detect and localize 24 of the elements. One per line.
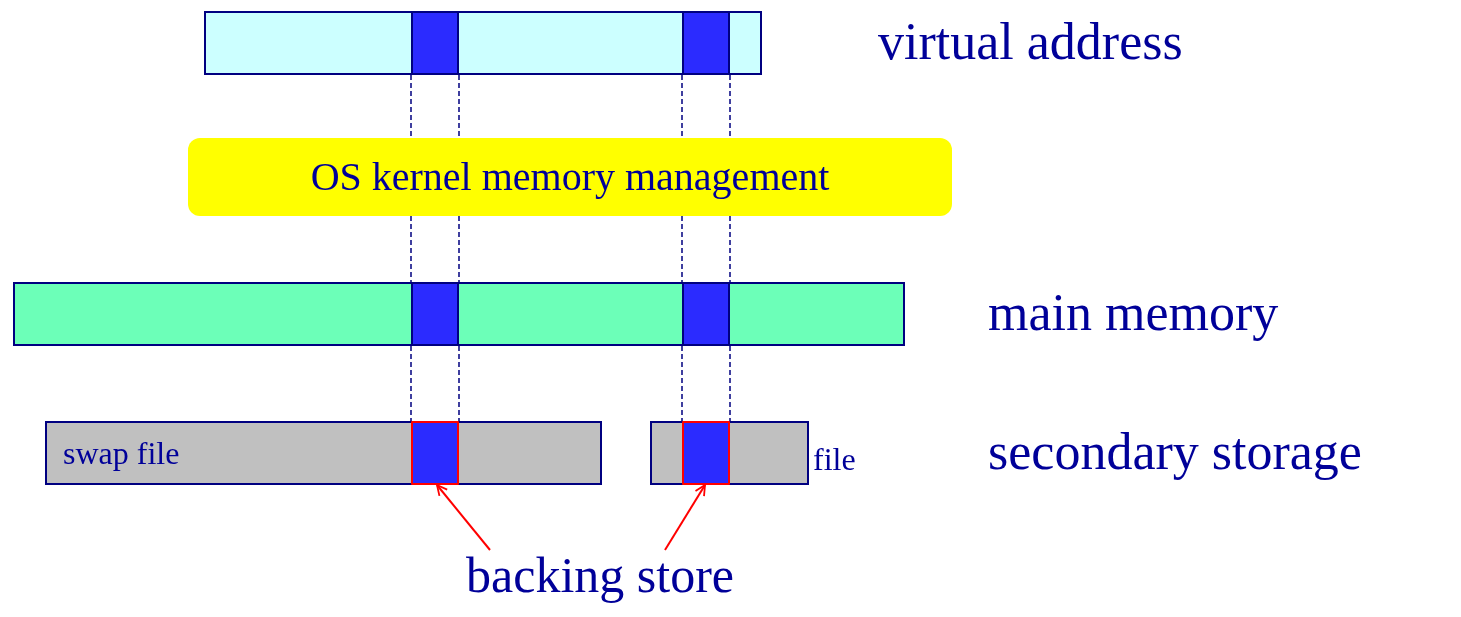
page-block xyxy=(682,282,730,346)
arrow xyxy=(436,484,491,551)
page-block xyxy=(682,421,730,485)
bar-label: virtual address xyxy=(878,16,1183,68)
arrow xyxy=(664,484,706,551)
kernel-box: OS kernel memory management xyxy=(188,138,952,216)
mapping-line xyxy=(681,215,731,283)
memory-bar xyxy=(204,11,762,75)
page-block xyxy=(411,421,459,485)
storage-bar: swap file xyxy=(45,421,602,485)
bar-label: main memory xyxy=(988,287,1279,339)
mapping-line xyxy=(410,74,460,139)
mapping-line xyxy=(681,74,731,139)
mapping-line xyxy=(681,345,731,422)
memory-bar xyxy=(13,282,905,346)
mapping-line xyxy=(410,215,460,283)
mapping-line xyxy=(410,345,460,422)
level-label: secondary storage xyxy=(988,426,1362,478)
bar-label: file xyxy=(813,443,856,475)
memory-bar xyxy=(650,421,809,485)
page-block xyxy=(411,282,459,346)
callout-text: backing store xyxy=(425,550,775,610)
page-block xyxy=(682,11,730,75)
page-block xyxy=(411,11,459,75)
